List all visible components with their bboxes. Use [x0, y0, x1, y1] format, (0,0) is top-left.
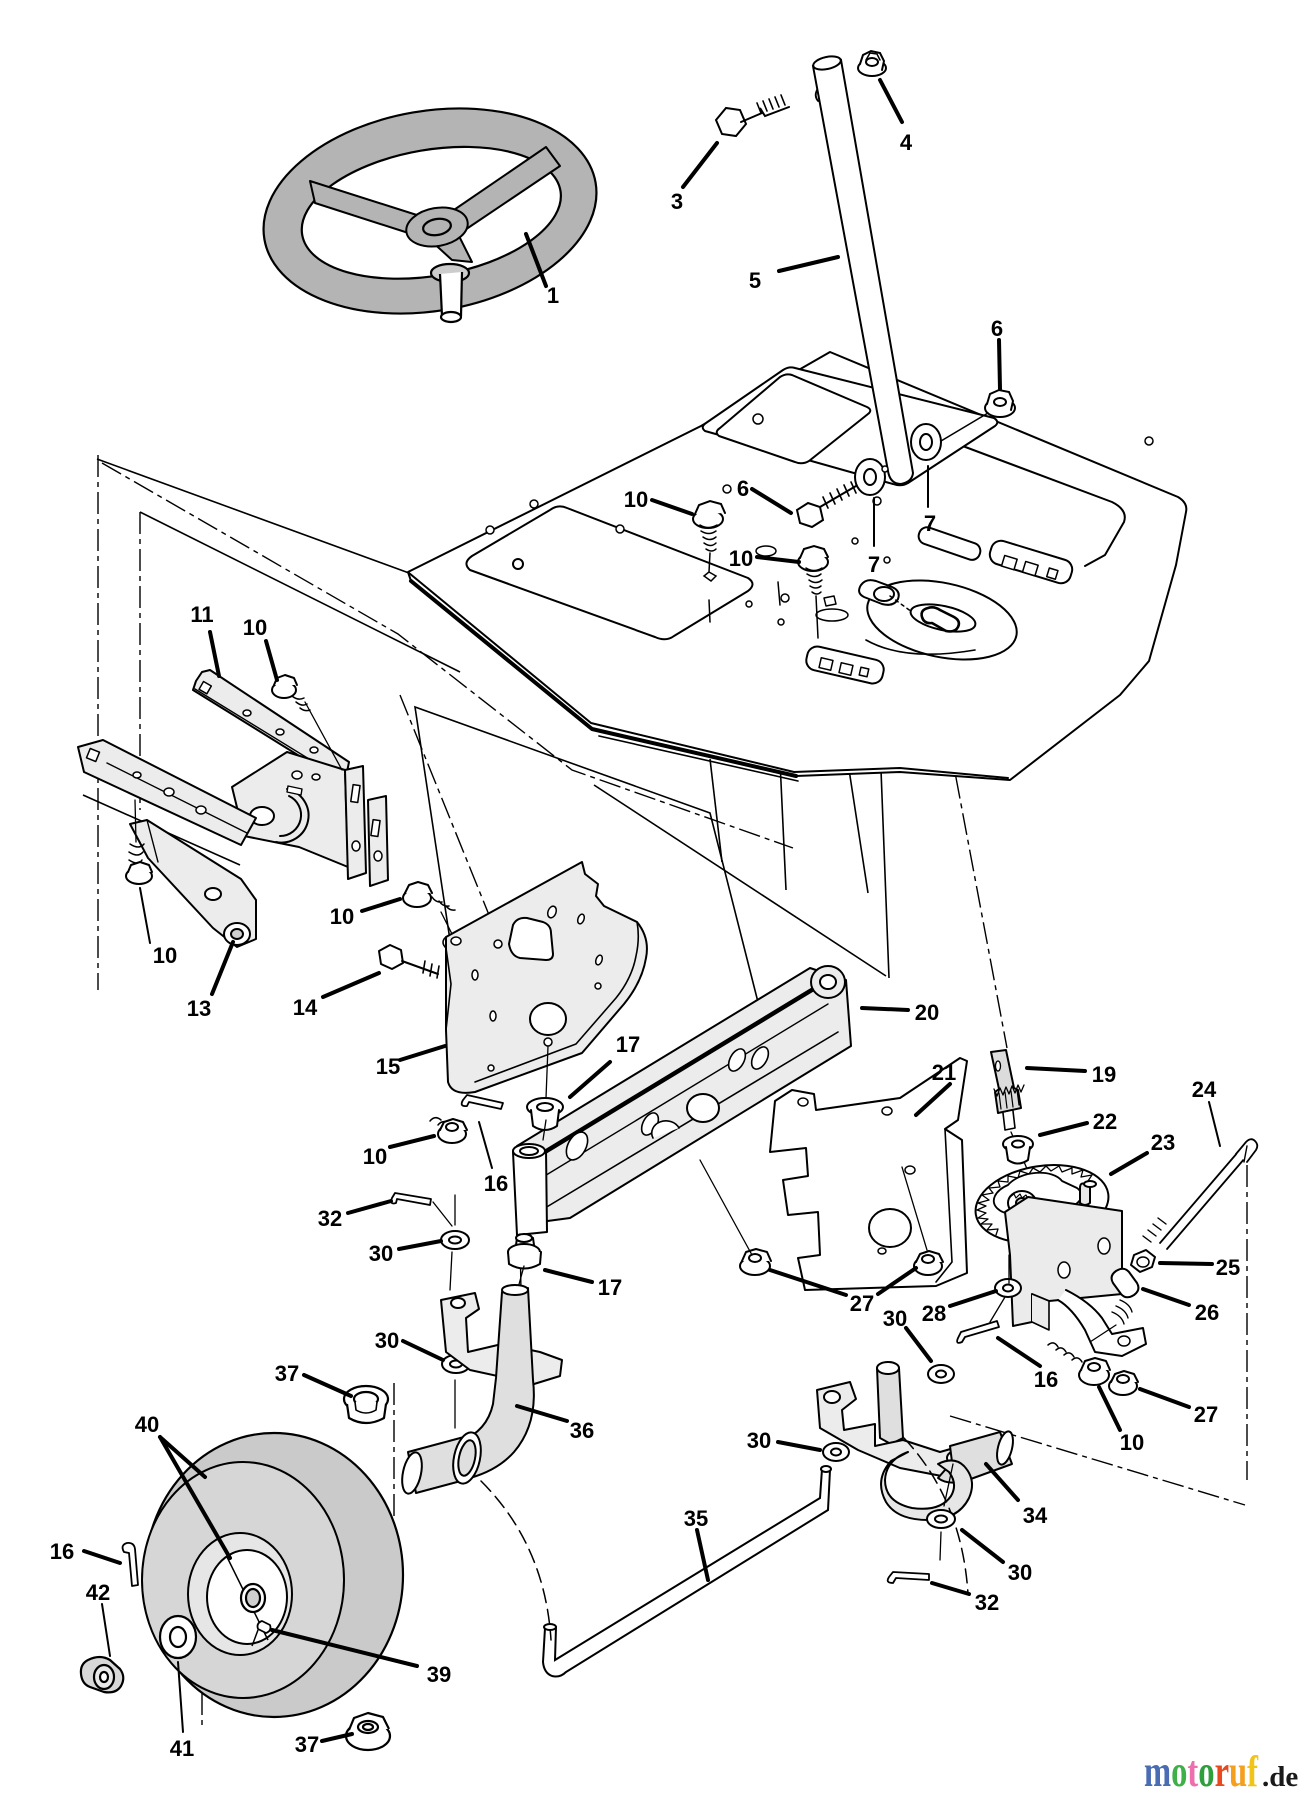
svg-text:36: 36	[570, 1418, 594, 1443]
svg-text:26: 26	[1195, 1300, 1219, 1325]
svg-text:10: 10	[153, 943, 177, 968]
svg-text:4: 4	[900, 130, 913, 155]
svg-text:16: 16	[484, 1171, 508, 1196]
svg-text:30: 30	[747, 1428, 771, 1453]
svg-text:40: 40	[135, 1412, 159, 1437]
svg-text:17: 17	[616, 1032, 640, 1057]
svg-text:15: 15	[376, 1054, 400, 1079]
svg-text:21: 21	[932, 1060, 956, 1085]
svg-text:motoruf: motoruf	[1144, 1747, 1259, 1796]
svg-text:23: 23	[1151, 1130, 1175, 1155]
svg-text:11: 11	[190, 602, 213, 627]
svg-text:.de: .de	[1262, 1761, 1298, 1793]
svg-text:37: 37	[295, 1732, 319, 1757]
svg-text:7: 7	[924, 511, 936, 536]
svg-text:32: 32	[318, 1206, 342, 1231]
svg-text:17: 17	[598, 1275, 622, 1300]
svg-text:20: 20	[915, 1000, 939, 1025]
svg-text:30: 30	[883, 1306, 907, 1331]
svg-text:19: 19	[1092, 1062, 1116, 1087]
svg-text:30: 30	[375, 1328, 399, 1353]
svg-text:13: 13	[187, 996, 211, 1021]
svg-text:10: 10	[243, 615, 267, 640]
svg-text:10: 10	[363, 1144, 387, 1169]
svg-text:6: 6	[737, 476, 749, 501]
svg-text:27: 27	[1194, 1402, 1218, 1427]
svg-text:3: 3	[671, 189, 683, 214]
svg-text:25: 25	[1216, 1255, 1240, 1280]
svg-text:24: 24	[1192, 1077, 1217, 1102]
svg-text:27: 27	[850, 1291, 874, 1316]
svg-text:41: 41	[170, 1736, 194, 1761]
svg-text:10: 10	[624, 487, 648, 512]
svg-text:34: 34	[1023, 1503, 1048, 1528]
svg-text:32: 32	[975, 1590, 999, 1615]
svg-text:22: 22	[1093, 1109, 1117, 1134]
svg-text:14: 14	[293, 995, 318, 1020]
svg-text:10: 10	[330, 904, 354, 929]
svg-text:10: 10	[729, 546, 753, 571]
svg-text:16: 16	[1034, 1367, 1058, 1392]
svg-text:6: 6	[991, 316, 1003, 341]
svg-text:30: 30	[1008, 1560, 1032, 1585]
svg-text:39: 39	[427, 1662, 451, 1687]
svg-text:42: 42	[86, 1580, 110, 1605]
svg-text:16: 16	[50, 1539, 74, 1564]
svg-text:1: 1	[547, 283, 559, 308]
svg-text:37: 37	[275, 1361, 299, 1386]
svg-text:5: 5	[749, 268, 761, 293]
svg-text:30: 30	[369, 1241, 393, 1266]
svg-text:35: 35	[684, 1506, 708, 1531]
svg-text:7: 7	[868, 552, 880, 577]
svg-text:28: 28	[922, 1301, 946, 1326]
svg-text:10: 10	[1120, 1430, 1144, 1455]
